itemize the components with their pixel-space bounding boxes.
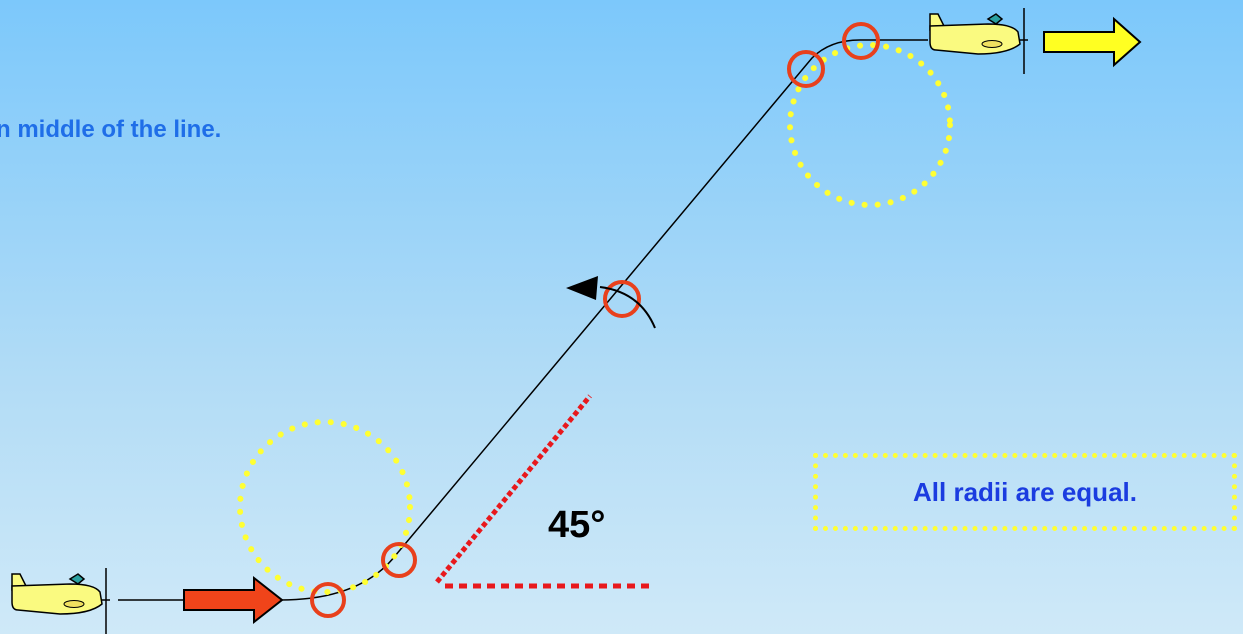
marker-circle-exit-lower [787, 50, 825, 88]
arrow-right-icon [1043, 16, 1142, 68]
marker-circle-entry-top [381, 542, 417, 578]
arrow-right-icon [183, 575, 284, 625]
caption-text: n middle of the line. [0, 116, 222, 143]
flight-path [118, 39, 928, 601]
note-text: All radii are equal. [913, 476, 1137, 507]
airplane-icon [929, 7, 1029, 75]
marker-circle-middle [603, 280, 641, 318]
marker-circle-exit-upper [842, 22, 880, 60]
rotation-arrow-icon [566, 276, 656, 329]
entry-radius-circle [237, 419, 413, 595]
angle-label: 45° [548, 504, 606, 546]
airplane-icon [11, 567, 111, 634]
exit-radius-circle [787, 42, 953, 208]
marker-circle-entry-bottom [310, 582, 346, 618]
angle-diagonal-line [435, 394, 592, 584]
note-box: All radii are equal. [813, 453, 1237, 531]
